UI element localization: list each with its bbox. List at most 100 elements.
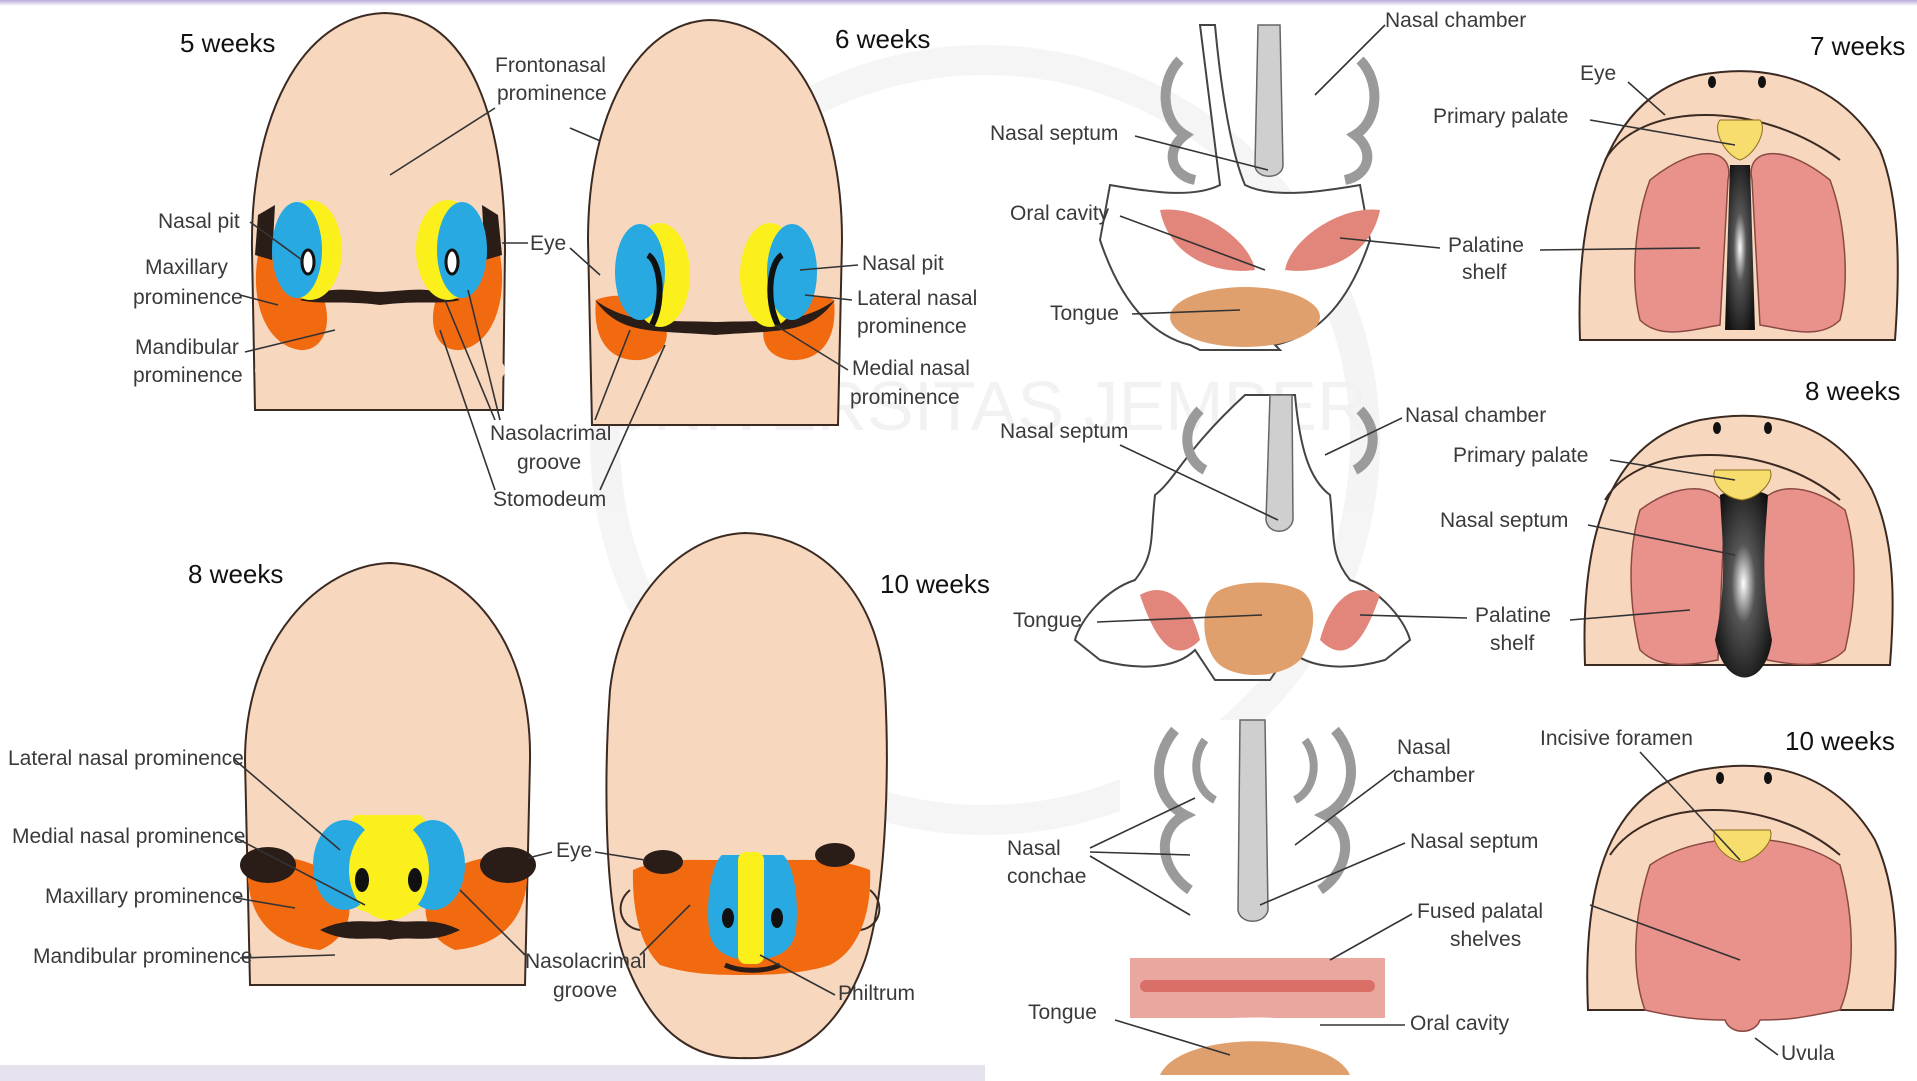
palate8-septum	[1715, 490, 1772, 678]
label-medial-8w: Medial nasal prominence	[12, 825, 245, 848]
yellow-philtrum-10w	[738, 852, 764, 964]
label-incisive-foramen: Incisive foramen	[1540, 727, 1693, 750]
week-label-p7: 7 weeks	[1810, 31, 1905, 61]
label-mandibular-2: prominence	[133, 364, 243, 387]
label-palatine-s1-2: shelf	[1462, 261, 1507, 284]
label-nasal-conchae-1: Nasal	[1007, 837, 1061, 860]
label-nasal-conchae-2: conchae	[1007, 865, 1086, 888]
label-palatine-s2-1: Palatine	[1475, 604, 1551, 627]
week-label-p8: 8 weeks	[1805, 376, 1900, 406]
label-nasal-septum-s2: Nasal septum	[1000, 420, 1128, 443]
nostril-right-10w	[771, 908, 783, 928]
label-mandibular-1: Mandibular	[135, 336, 239, 359]
label-nasal-chamber-s3-2: chamber	[1393, 764, 1475, 787]
fused-palate-s3-band	[1140, 980, 1375, 992]
palate8-nostril-r	[1764, 422, 1772, 434]
label-oral-cavity-s3: Oral cavity	[1410, 1012, 1510, 1035]
label-palatine-s2-2: shelf	[1490, 632, 1535, 655]
nostril-left-8w	[355, 868, 369, 892]
section3-septum	[1238, 720, 1268, 921]
label-lateral-8w: Lateral nasal prominence	[8, 747, 244, 770]
head-6w	[588, 20, 842, 425]
nostril-left-10w	[722, 908, 734, 928]
week-label-6w: 6 weeks	[835, 24, 930, 54]
label-frontonasal-2: prominence	[497, 82, 607, 105]
label-nasal-pit-6w: Nasal pit	[862, 252, 944, 275]
label-eye-6w: Eye	[530, 232, 566, 255]
label-nasal-septum-s1: Nasal septum	[990, 122, 1118, 145]
label-nasal-septum-p8: Nasal septum	[1440, 509, 1568, 532]
label-nasal-septum-s3: Nasal septum	[1410, 830, 1538, 853]
label-maxillary-8w: Maxillary prominence	[45, 885, 243, 908]
palate7-nostril-l	[1708, 76, 1716, 88]
label-medial-2: prominence	[850, 386, 960, 409]
label-eye-10w: Eye	[556, 839, 592, 862]
label-lateral-2: prominence	[857, 315, 967, 338]
label-palatine-s1-1: Palatine	[1448, 234, 1524, 257]
tongue-s2	[1204, 583, 1313, 676]
label-primary-palate-p7: Primary palate	[1433, 105, 1568, 128]
label-primary-palate-p8: Primary palate	[1453, 444, 1588, 467]
palate-10-weeks: 10 weeks Incisive foramen Uvula	[1540, 726, 1896, 1065]
eye-left-10w	[643, 850, 683, 874]
label-maxillary-2: prominence	[133, 286, 243, 309]
palate10-nostril-l	[1716, 772, 1724, 784]
nasal-pit-right-5w	[446, 250, 458, 274]
label-nasal-chamber-s1: Nasal chamber	[1385, 9, 1526, 32]
tongue-s1	[1170, 287, 1320, 347]
blue-right-5w	[437, 202, 487, 298]
label-tongue-s3: Tongue	[1028, 1001, 1097, 1024]
label-nasal-chamber-s3-1: Nasal	[1397, 736, 1451, 759]
label-nasal-chamber-s2: Nasal chamber	[1405, 404, 1546, 427]
week-label-p10: 10 weeks	[1785, 726, 1895, 756]
section1-septum	[1255, 25, 1283, 176]
label-stomodeum: Stomodeum	[493, 488, 606, 511]
section-2: Nasal septum Nasal chamber Tongue Palati…	[1000, 395, 1551, 680]
label-tongue-s2: Tongue	[1013, 609, 1082, 632]
label-nasolacrimal-10w-2: groove	[553, 979, 617, 1002]
palate8-shelf-right	[1760, 489, 1854, 665]
label-maxillary-1: Maxillary	[145, 256, 228, 279]
label-philtrum: Philtrum	[838, 982, 915, 1005]
concha-right-s1	[1345, 60, 1374, 180]
palate7-nostril-r	[1758, 76, 1766, 88]
label-nasolacrimal-2: groove	[517, 451, 581, 474]
palate7-gap	[1725, 165, 1755, 330]
label-frontonasal-1: Frontonasal	[495, 54, 606, 77]
label-tongue-s1: Tongue	[1050, 302, 1119, 325]
bottom-strip	[0, 1065, 985, 1081]
leader-uvula	[1755, 1038, 1778, 1055]
eye-right-8w	[480, 847, 536, 883]
eye-right-10w	[815, 843, 855, 867]
head-10w	[606, 533, 886, 1058]
top-border-strip	[0, 0, 1917, 6]
label-uvula: Uvula	[1781, 1042, 1835, 1065]
week-label-5w: 5 weeks	[180, 28, 275, 58]
mouth-8w	[320, 920, 460, 940]
face-8-weeks: 8 weeks Lateral nasal prominence Medial …	[8, 559, 536, 985]
palate10-fused	[1636, 839, 1851, 1032]
palate-7-weeks: 7 weeks Eye Primary palate	[1433, 31, 1905, 340]
week-label-8w: 8 weeks	[188, 559, 283, 589]
week-label-10w: 10 weeks	[880, 569, 990, 599]
face-10-weeks: 10 weeks Eye Nasolacrimal groove Philtru…	[460, 533, 990, 1058]
palate8-nostril-l	[1713, 422, 1721, 434]
label-fused-2: shelves	[1450, 928, 1521, 951]
label-lateral-1: Lateral nasal	[857, 287, 977, 310]
label-nasal-pit-5w: Nasal pit	[158, 210, 240, 233]
nostril-right-8w	[408, 868, 422, 892]
label-mandibular-8w: Mandibular prominence	[33, 945, 252, 968]
label-medial-1: Medial nasal	[852, 357, 970, 380]
palate8-shelf-left	[1631, 489, 1725, 665]
label-fused-1: Fused palatal	[1417, 900, 1543, 923]
label-eye-p7: Eye	[1580, 62, 1616, 85]
leader-eye-8w	[528, 852, 552, 858]
label-oral-cavity-s1: Oral cavity	[1010, 202, 1110, 225]
palate10-nostril-r	[1764, 772, 1772, 784]
label-nasolacrimal-10w-1: Nasolacrimal	[525, 950, 646, 973]
section2-septum	[1266, 395, 1293, 531]
blue-left-5w	[272, 202, 322, 298]
label-nasolacrimal-1: Nasolacrimal	[490, 422, 611, 445]
